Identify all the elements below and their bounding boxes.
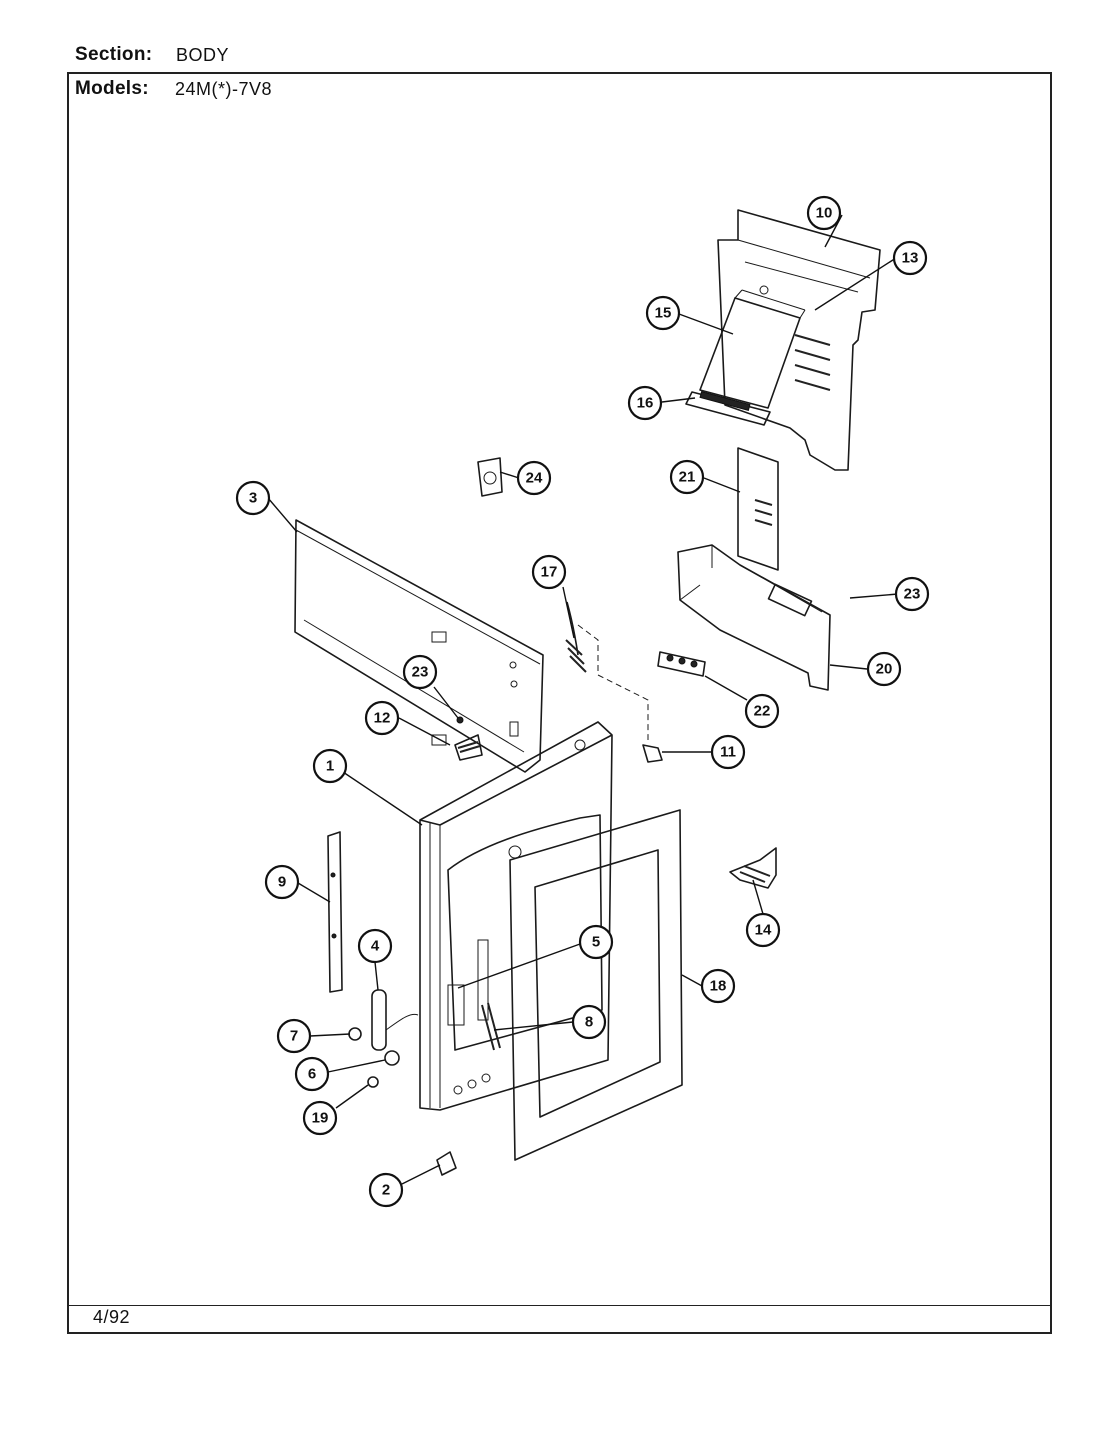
clip-part <box>477 457 503 497</box>
callout-7: 7 <box>276 1018 312 1054</box>
callout-9: 9 <box>264 864 300 900</box>
callout-6-label: 6 <box>308 1066 316 1083</box>
callout-14: 14 <box>745 912 781 948</box>
callout-15: 15 <box>645 295 681 331</box>
callout-19: 19 <box>302 1100 338 1136</box>
callout-20-label: 20 <box>876 661 893 678</box>
deflector-part <box>699 289 806 409</box>
latch-part <box>454 716 483 761</box>
small-bracket-part <box>729 847 777 889</box>
callout-19-label: 19 <box>312 1110 329 1127</box>
callout-22: 22 <box>744 693 780 729</box>
callout-bubbles: 1 2 3 4 5 6 7 8 9 10 11 12 13 14 15 16 1… <box>235 195 930 1208</box>
rear-panel-part <box>717 209 881 471</box>
callout-5-label: 5 <box>592 934 600 951</box>
callout-16: 16 <box>627 385 663 421</box>
callout-23-lower: 23 <box>402 654 438 690</box>
callout-23-upper-label: 23 <box>904 586 921 603</box>
callout-3-label: 3 <box>249 490 257 507</box>
callout-10: 10 <box>806 195 842 231</box>
leader-lines <box>267 214 899 1185</box>
date-code: 4/92 <box>93 1307 131 1327</box>
diagram-frame <box>67 72 1052 1334</box>
callout-9-label: 9 <box>278 874 286 891</box>
callout-17: 17 <box>531 554 567 590</box>
callout-12: 12 <box>364 700 400 736</box>
callout-21: 21 <box>669 459 705 495</box>
callout-21-label: 21 <box>679 469 696 486</box>
callout-4-label: 4 <box>371 938 380 955</box>
callout-4: 4 <box>357 928 393 964</box>
callout-11-label: 11 <box>720 744 736 761</box>
callout-23-upper: 23 <box>894 576 930 612</box>
callout-14-label: 14 <box>755 922 772 939</box>
callout-23-lower-label: 23 <box>412 664 429 681</box>
callout-2: 2 <box>368 1172 404 1208</box>
handle-part <box>371 989 419 1051</box>
callout-16-label: 16 <box>637 395 654 412</box>
section-value: BODY <box>176 45 230 65</box>
terminal-block-part <box>657 651 706 677</box>
callout-8-label: 8 <box>585 1014 593 1031</box>
knob-part <box>436 1151 457 1176</box>
strip-part <box>327 831 343 993</box>
tray-part <box>677 544 831 691</box>
callout-5: 5 <box>578 924 614 960</box>
callout-2-label: 2 <box>382 1182 390 1199</box>
callout-10-label: 10 <box>816 205 833 222</box>
callout-18-label: 18 <box>710 978 727 995</box>
bracket-part <box>685 391 771 426</box>
callout-24: 24 <box>516 460 552 496</box>
callout-22-label: 22 <box>754 703 771 720</box>
callout-20: 20 <box>866 651 902 687</box>
callout-11: 11 <box>710 734 746 770</box>
section-label: Section: <box>75 44 153 65</box>
wire-harness-part <box>565 601 649 740</box>
callout-1: 1 <box>312 748 348 784</box>
cap-part <box>642 744 663 763</box>
vent-bracket-part <box>737 447 779 571</box>
callout-15-label: 15 <box>655 305 672 322</box>
side-panel-part <box>294 519 544 773</box>
window-frame-part <box>509 809 683 1161</box>
front-frame-part <box>419 721 613 1111</box>
callout-13-label: 13 <box>902 250 919 267</box>
fastener-parts <box>348 1027 400 1088</box>
callout-18: 18 <box>700 968 736 1004</box>
callout-6: 6 <box>294 1056 330 1092</box>
models-label: Models: <box>75 78 149 99</box>
spring-part <box>481 1002 501 1051</box>
callout-7-label: 7 <box>290 1028 298 1045</box>
callout-8: 8 <box>571 1004 607 1040</box>
footer-divider <box>69 1305 1050 1306</box>
callout-13: 13 <box>892 240 928 276</box>
callout-1-label: 1 <box>326 758 334 775</box>
callout-12-label: 12 <box>374 710 391 727</box>
models-value: 24M(*)-7V8 <box>175 79 273 99</box>
callout-17-label: 17 <box>541 564 558 581</box>
callout-3: 3 <box>235 480 271 516</box>
callout-24-label: 24 <box>526 470 543 487</box>
